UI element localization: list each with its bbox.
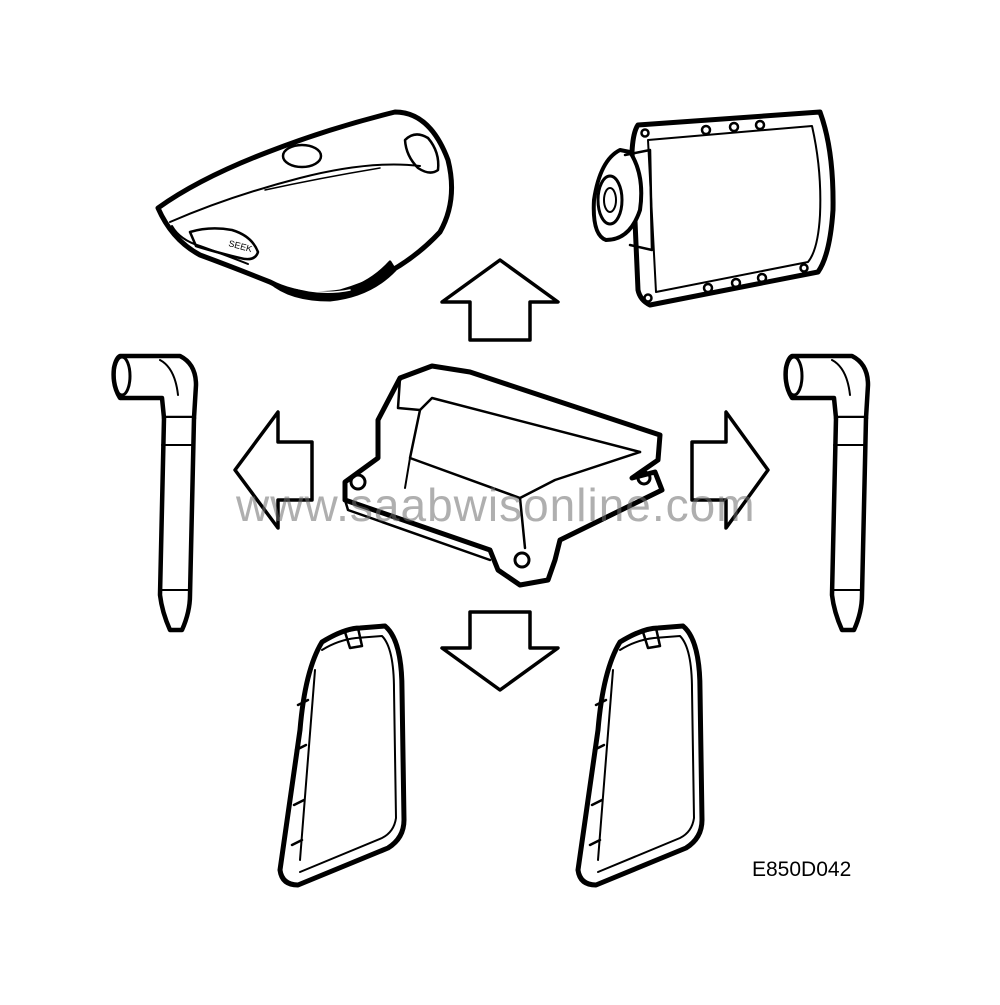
steering-wheel-airbag: SEEK bbox=[155, 109, 455, 302]
figure-id-label: E850D042 bbox=[752, 858, 852, 881]
side-airbag-right bbox=[575, 623, 705, 888]
arrow-right-icon bbox=[690, 410, 770, 530]
passenger-airbag bbox=[591, 109, 836, 308]
arrow-left-icon bbox=[233, 410, 314, 530]
watermark: www.saabwisonline.com bbox=[236, 479, 756, 531]
pretensioner-left bbox=[111, 353, 199, 633]
arrow-down-icon bbox=[440, 610, 560, 692]
arrow-up-icon bbox=[440, 258, 560, 342]
control-module bbox=[342, 363, 665, 588]
pretensioner-right bbox=[783, 353, 871, 633]
side-airbag-left bbox=[277, 623, 407, 888]
